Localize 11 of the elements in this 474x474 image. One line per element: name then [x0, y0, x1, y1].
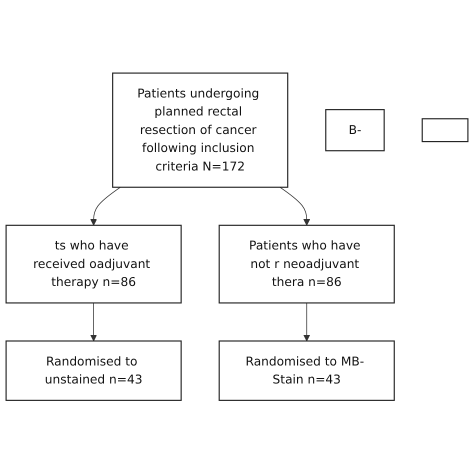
node-box	[422, 118, 468, 142]
arrow	[90, 187, 121, 226]
node-box: Patients who have not r neoadjuvant thera n=86	[218, 225, 395, 304]
arrow	[280, 187, 310, 226]
node-box: Randomised to MB- Stain n=43	[218, 340, 395, 402]
arrow	[90, 302, 97, 342]
node-box: B-	[325, 109, 385, 152]
node-box: ts who have received oadjuvant therapy n=86	[6, 225, 182, 304]
node-box: Patients undergoing planned rectal resection of cancer following inclusion criteria N=172	[112, 72, 288, 188]
arrow	[303, 302, 310, 342]
node-box: Randomised to unstained n=43	[6, 340, 182, 402]
